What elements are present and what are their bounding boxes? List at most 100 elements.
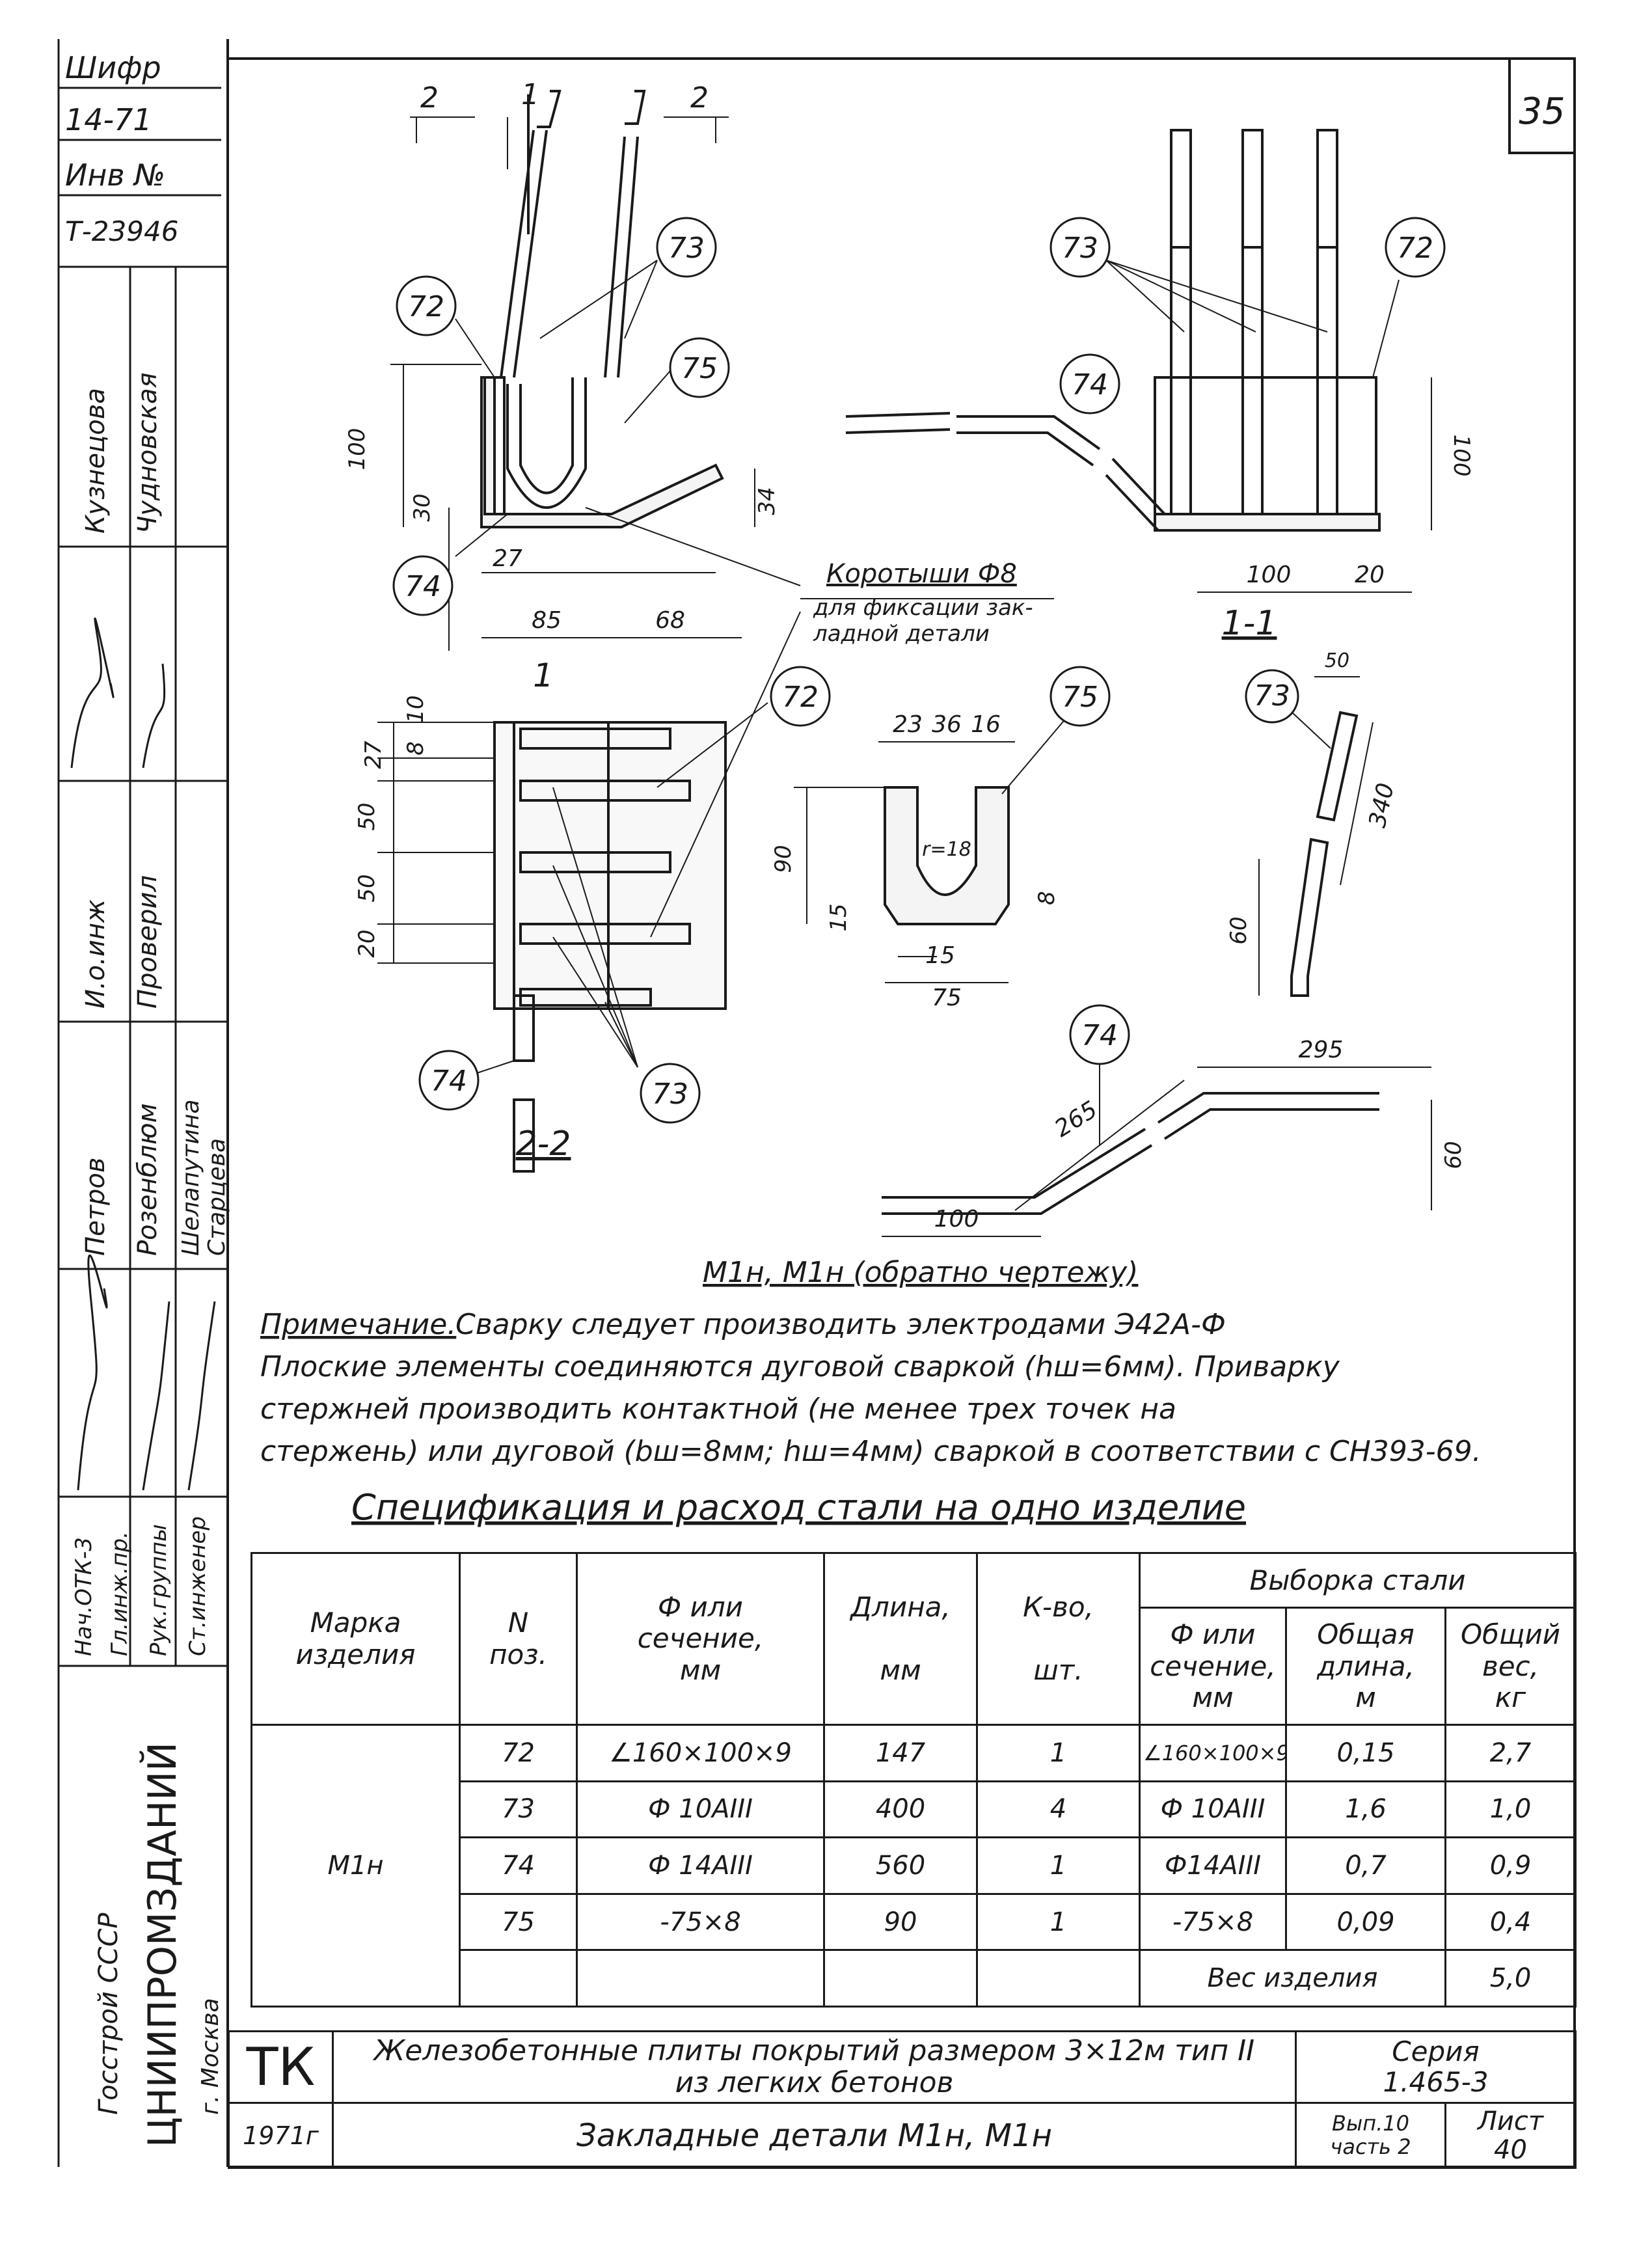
section-1-1-label: 1-1 [1222, 604, 1277, 643]
dim-27: 27 [360, 741, 386, 769]
total-length-cell: 0,09 [1285, 1892, 1446, 1952]
pos-label: 74 [1072, 368, 1108, 402]
role-label: Ст.инженер [185, 1516, 211, 1656]
plate-dim-lines [794, 741, 1015, 983]
pos-label: 72 [1397, 232, 1433, 265]
pos-label: 72 [782, 681, 819, 714]
pos-label: 72 [408, 290, 444, 323]
pos-cell: 74 [459, 1836, 578, 1895]
table-row: 73 Ф 10АIII 400 4 Ф 10АIII 1,6 1,0 [252, 1780, 1577, 1839]
pos-cell: 75 [459, 1892, 578, 1952]
header-qty: К-во,шт. [976, 1552, 1141, 1726]
staff-name: Старцева [204, 1138, 230, 1256]
staff-name: Чудновская [133, 372, 163, 534]
total-weight-cell: 1,0 [1444, 1780, 1577, 1839]
role-label: Гл.инж.пр. [107, 1531, 133, 1656]
length-cell: 147 [823, 1724, 978, 1782]
staff-name: Шелапутина [178, 1099, 204, 1256]
sheet-number: 35 [1519, 90, 1565, 133]
dim-27: 27 [493, 545, 522, 572]
staff-name: Кузнецова [81, 388, 111, 534]
qty-cell: 1 [976, 1724, 1141, 1782]
table-row-total: Вес изделия 5,0 [252, 1949, 1577, 2008]
title-main: Железобетонные плиты покрытий размером 3… [332, 2030, 1297, 2104]
empty-cell [976, 1949, 1141, 2008]
dim-15: 15 [925, 942, 955, 969]
pos-label: 74 [405, 570, 441, 603]
left-stamp-column [57, 39, 228, 2167]
dim-60: 60 [1226, 916, 1252, 944]
header-selection: Выборка стали [1139, 1551, 1577, 1609]
org-name: г. Москва [197, 1998, 224, 2115]
dim-50: 50 [354, 802, 380, 830]
header-length: Длина,мм [823, 1552, 978, 1726]
dim-10: 10 [403, 695, 429, 723]
dim-90: 90 [770, 845, 796, 873]
spec-title: Спецификация и расход стали на одно изде… [351, 1487, 1246, 1528]
length-cell: 560 [823, 1836, 978, 1895]
archive-label: 14-71 [65, 102, 152, 137]
note-line: стержней производить контактной (не мене… [260, 1393, 1176, 1426]
empty-cell [576, 1949, 825, 2008]
role-label: Проверил [133, 875, 163, 1009]
plan-dim-lines [377, 722, 494, 964]
cut-label: 2 [690, 81, 709, 115]
role-label: И.о.инж [81, 899, 111, 1009]
total-length-cell: 1,6 [1285, 1780, 1446, 1839]
note-block: Примечание. Сварку следует производить э… [260, 1308, 1482, 1468]
callouts: Коротыши Ф8 для фиксации зак- ладной дет… [703, 559, 1138, 1289]
title-year: 1971г [228, 2102, 334, 2169]
dim-8: 8 [403, 741, 429, 756]
plan-view-2-2 [493, 721, 727, 1173]
note-line: стержень) или дуговой (bш=8мм; hш=4мм) с… [260, 1435, 1482, 1468]
dim-85: 85 [532, 607, 562, 634]
dim-295: 295 [1299, 1037, 1344, 1063]
archive-label: Шифр [65, 50, 161, 85]
dim-36: 36 [932, 711, 962, 738]
front-view-1-1 [480, 90, 724, 528]
plate-75-drawing [884, 786, 1010, 925]
dim-340: 340 [1364, 781, 1400, 830]
dim-8: 8 [1034, 891, 1060, 905]
pos-label: 74 [1081, 1019, 1118, 1052]
dim-68: 68 [655, 607, 685, 634]
archive-label: Т-23946 [65, 215, 178, 247]
bar-73-drawing [1290, 711, 1359, 997]
mark-cell: М1н [251, 1724, 461, 2008]
empty-cell [823, 1949, 978, 2008]
dim-265: 265 [1050, 1096, 1102, 1143]
section-cell: Ф 14АIII [576, 1836, 825, 1895]
pos-label: 73 [1254, 679, 1290, 713]
org-name: ЦНИИПРОМЗДАНИЙ [139, 1742, 185, 2147]
left-column-text: Шифр 14-71 Инв № Т-23946 Кузнецова Чудно… [65, 50, 230, 2147]
section-dim-lines [1197, 377, 1432, 593]
leader-lines [455, 260, 1400, 1145]
table-row: М1н 72 ∠160×100×9 147 1 ∠160×100×9 0,15 … [251, 1724, 1577, 2008]
note-line: Плоские элементы соединяются дуговой сва… [260, 1350, 1340, 1383]
title-block: ТК Железобетонные плиты покрытий размеро… [228, 2030, 1577, 2169]
dim-16: 16 [971, 711, 1001, 738]
dim-r18: r=18 [922, 838, 971, 861]
sel-section-cell: Ф14АIII [1139, 1836, 1287, 1895]
cut-label: 2 [420, 81, 439, 115]
length-cell: 90 [823, 1892, 978, 1952]
total-length-cell: 0,15 [1285, 1724, 1446, 1782]
pos-label: 73 [652, 1078, 688, 1111]
cut-label: 1 [521, 78, 539, 111]
dim-30: 30 [409, 493, 435, 521]
role-label: Нач.ОТК-3 [71, 1537, 97, 1656]
total-length-cell: 0,7 [1285, 1836, 1446, 1895]
table-row: 75 -75×8 90 1 -75×8 0,09 0,4 [252, 1892, 1577, 1952]
org-name: Госстрой СССР [94, 1913, 124, 2115]
short-rods-label: Коротыши Ф8 [826, 559, 1017, 589]
pos-label: 74 [431, 1065, 467, 1098]
drawing-caption: М1н, М1н (обратно чертежу) [703, 1256, 1138, 1289]
